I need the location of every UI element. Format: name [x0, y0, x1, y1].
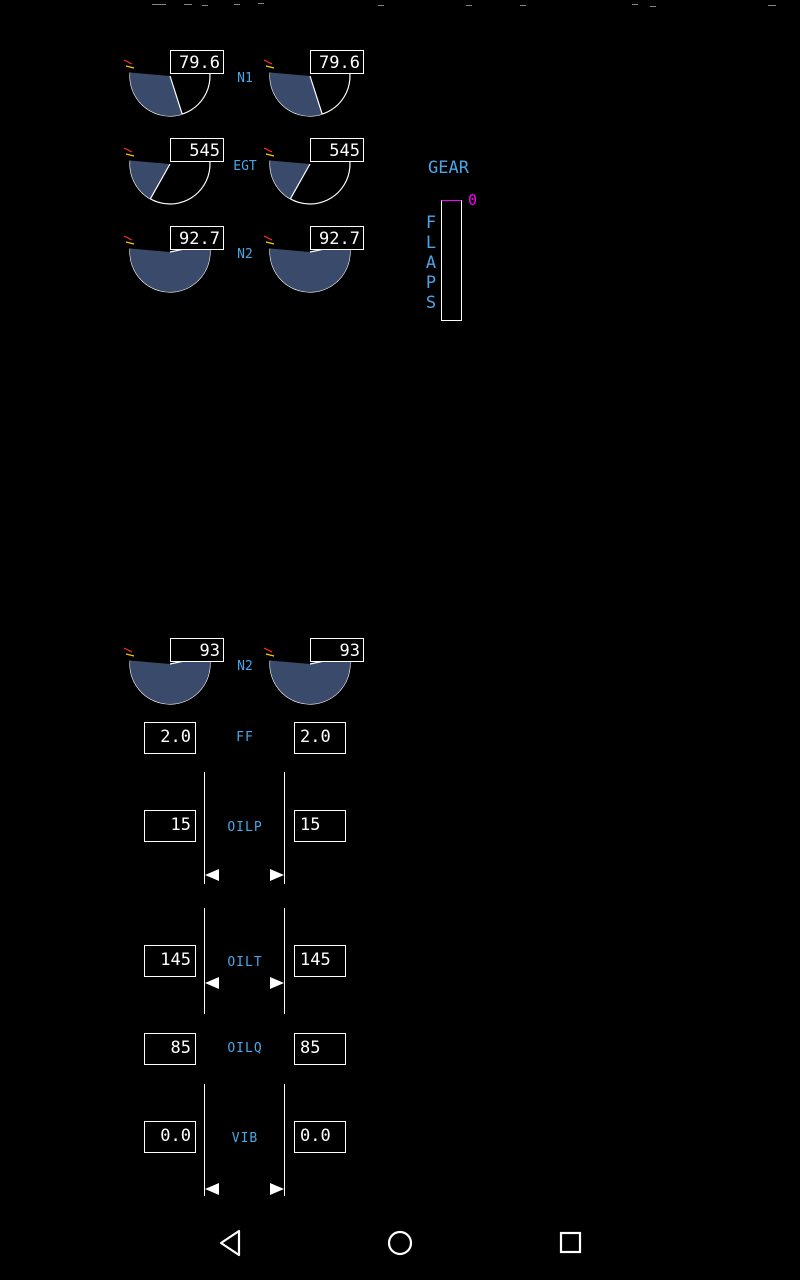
oilq-right-value: 85: [294, 1033, 346, 1065]
oilp-scale: [204, 772, 285, 884]
gauge-needle: [289, 163, 311, 200]
gauge-fill-wedge: [130, 655, 210, 704]
home-circle-icon[interactable]: [385, 1228, 415, 1258]
flaps-letter: F: [425, 213, 437, 233]
gauge-redline-tick: [125, 65, 135, 69]
oilq-left-value: 85: [144, 1033, 196, 1065]
flaps-letter: L: [425, 233, 437, 253]
lower-n2-label: N2: [237, 659, 253, 674]
gauge-needle: [169, 75, 183, 115]
egt-right-gauge: [260, 138, 360, 208]
gear-label: GEAR: [428, 158, 469, 178]
flaps-letter: A: [425, 253, 437, 273]
oilt-right-pointer-icon: [270, 977, 284, 989]
gauge-fill-wedge: [270, 72, 323, 117]
ff-left-value: 2.0: [144, 722, 196, 754]
n2-right-gauge: [260, 226, 360, 296]
vib-scale: [204, 1084, 285, 1196]
gauge-needle: [309, 75, 323, 115]
egt-label: EGT: [233, 159, 257, 174]
flaps-letter: P: [425, 273, 437, 293]
recents-square-icon[interactable]: [555, 1228, 585, 1258]
n1-label: N1: [237, 71, 253, 86]
n2-label: N2: [237, 247, 253, 262]
gauge-fill-wedge: [130, 72, 183, 117]
gauge-fill-wedge: [270, 655, 350, 704]
egt-right-value: 545: [310, 138, 364, 162]
gauge-fill-wedge: [270, 160, 310, 199]
flaps-value: 0: [468, 191, 478, 209]
vib-right-value: 0.0: [294, 1121, 346, 1153]
flaps-label: F L A P S: [424, 213, 438, 313]
vib-right-pointer-icon: [270, 1183, 284, 1195]
vib-label: VIB: [231, 1131, 259, 1146]
gauge-redline-tick: [123, 647, 133, 653]
oilt-scale: [204, 908, 285, 1014]
oilp-right-pointer-icon: [270, 869, 284, 881]
flaps-indicator-bar: [441, 200, 462, 321]
gauge-redline-tick: [123, 147, 133, 153]
egt-left-value: 545: [170, 138, 224, 162]
lower-n2-right-value: 93: [310, 638, 364, 662]
gauge-needle: [149, 163, 171, 200]
oilt-left-value: 145: [144, 945, 196, 977]
vib-left-pointer-icon: [205, 1183, 219, 1195]
oilt-right-value: 145: [294, 945, 346, 977]
oilt-left-pointer-icon: [205, 977, 219, 989]
egt-left-gauge: [120, 138, 220, 208]
lower-n2-right-gauge: [260, 638, 360, 708]
gauge-redline-tick: [263, 647, 273, 653]
lower-n2-left-value: 93: [170, 638, 224, 662]
n1-left-value: 79.6: [170, 50, 224, 74]
gauge-redline-tick: [265, 241, 275, 245]
oilp-left-pointer-icon: [205, 869, 219, 881]
oilp-left-value: 15: [144, 810, 196, 842]
ff-right-value: 2.0: [294, 722, 346, 754]
gauge-redline-tick: [125, 153, 135, 157]
oilp-label: OILP: [227, 820, 263, 835]
gauge-redline-tick: [125, 653, 135, 657]
gauge-redline-tick: [123, 235, 133, 241]
gauge-fill-wedge: [130, 160, 170, 199]
gauge-redline-tick: [265, 65, 275, 69]
gauge-redline-tick: [265, 653, 275, 657]
flaps-letter: S: [425, 293, 437, 313]
gauge-redline-tick: [125, 241, 135, 245]
gauge-redline-tick: [263, 59, 273, 65]
gauge-redline-tick: [263, 235, 273, 241]
gauge-redline-tick: [263, 147, 273, 153]
status-bar: [152, 3, 776, 7]
gauge-redline-tick: [123, 59, 133, 65]
n1-right-value: 79.6: [310, 50, 364, 74]
lower-n2-left-gauge: [120, 638, 220, 708]
back-triangle-icon[interactable]: [215, 1228, 245, 1258]
gauge-fill-wedge: [130, 243, 210, 292]
gauge-redline-tick: [265, 153, 275, 157]
oilt-label: OILT: [227, 955, 263, 970]
gauge-fill-wedge: [270, 243, 350, 292]
n1-left-gauge: [120, 50, 220, 120]
ff-label: FF: [236, 730, 254, 745]
oilp-right-value: 15: [294, 810, 346, 842]
oilq-label: OILQ: [227, 1041, 263, 1056]
n2-left-value: 92.7: [170, 226, 224, 250]
n2-right-value: 92.7: [310, 226, 364, 250]
vib-left-value: 0.0: [144, 1121, 196, 1153]
n1-right-gauge: [260, 50, 360, 120]
